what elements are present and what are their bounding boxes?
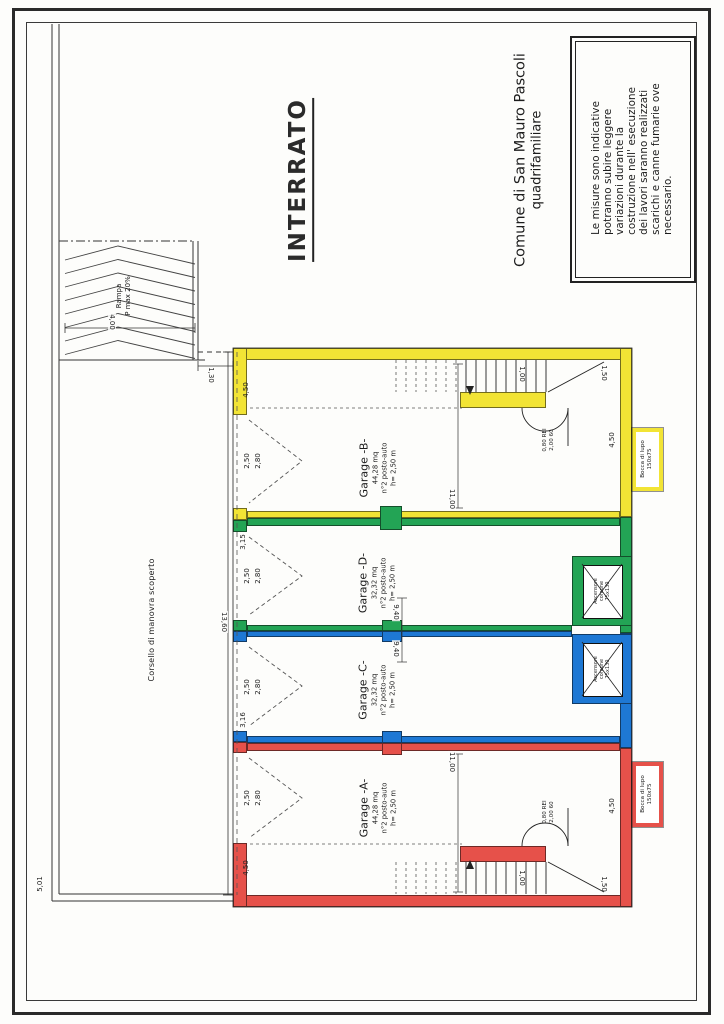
dim-label: 9,40	[392, 640, 400, 658]
column-ca-blue	[382, 731, 402, 743]
dim-label: 4,50	[242, 382, 250, 398]
dim-label: 1,50	[600, 876, 608, 892]
title-block: Comune di San Mauro Pascoli quadrifamili…	[513, 53, 546, 267]
column-dc-green	[382, 620, 402, 631]
garage-a-label: Garage -A- 44,28 mq n°2 posto-auto h= 2,…	[357, 778, 398, 838]
pier-red	[233, 742, 247, 753]
dim-label: 13,60	[220, 610, 228, 634]
dim-label: 1,00	[518, 870, 526, 886]
light-well-top-label: Bocca di lupo 150x75	[640, 440, 653, 478]
elevator-blue-label: Ascensore comune 75x130	[593, 656, 611, 682]
dim-label: 2,80	[254, 568, 262, 584]
pier-green-2	[233, 620, 247, 631]
wall-right-red	[620, 748, 632, 907]
light-well-top	[631, 427, 664, 492]
dim-label: 2,80	[254, 453, 262, 469]
dim-label: 3,16	[239, 712, 247, 728]
garage-c-label: Garage -C- 32,32 mq n°2 posto-auto h= 2,…	[356, 660, 397, 720]
dim-label: 3,15	[239, 534, 247, 550]
column-bd	[380, 506, 402, 530]
column-ca-red	[382, 743, 402, 755]
pier-yellow	[233, 508, 247, 520]
divider-ca-red	[247, 743, 620, 751]
divider-dc-blue	[247, 631, 572, 637]
stair-door-top-label: 0,80 REI 2,00 60	[542, 428, 555, 452]
courtyard-label: Corsello di manovra scoperto	[147, 558, 157, 682]
dim-label: 2,80	[254, 679, 262, 695]
ramp-label: Rampa P max 20%	[114, 276, 132, 316]
page-inner-frame	[26, 22, 697, 1001]
dim-label: 9,40	[392, 603, 400, 621]
wall-right-yellow	[620, 348, 632, 517]
pier-blue	[233, 631, 247, 642]
pier-green	[233, 520, 247, 532]
title-block-line2: quadrifamiliare	[529, 110, 545, 210]
divider-bd-yellow	[247, 511, 620, 518]
wall-bottom-red	[233, 895, 632, 907]
elevator-green-label: Ascensore comune 75x130	[593, 578, 611, 604]
title-block-line1: Comune di San Mauro Pascoli	[512, 53, 529, 267]
dim-label: 1,50	[600, 365, 608, 381]
wall-top-yellow	[233, 348, 632, 360]
dim-label: 2,50	[243, 790, 251, 806]
divider-bd-green	[247, 518, 620, 526]
dim-label: 4,00	[108, 313, 116, 331]
page-outer-frame	[12, 8, 711, 1015]
dim-label: 4,50	[242, 860, 250, 876]
dim-label: 11,00	[448, 750, 456, 774]
pier-blue-2	[233, 731, 247, 742]
dim-label: 1,00	[518, 366, 526, 382]
stair-door-bottom-label: 0,80 REI 2,00 60	[542, 800, 555, 824]
light-well-bottom	[631, 761, 664, 828]
stair-arrow-icon	[466, 386, 474, 395]
dim-label: 11,00	[448, 487, 456, 511]
page-title: INTERRATO	[285, 98, 315, 262]
dim-label: 4,50	[608, 798, 616, 814]
note-box	[570, 36, 696, 283]
note-box-inner-border	[575, 41, 691, 278]
dim-label: 1,30	[207, 367, 215, 383]
stair-arrow-icon	[466, 860, 474, 869]
light-well-bottom-label: Bocca di lupo 150x75	[640, 775, 653, 813]
divider-ca-blue	[247, 736, 620, 743]
dim-label: 2,50	[243, 453, 251, 469]
dim-label: 2,80	[254, 790, 262, 806]
plan-title-text: INTERRATO	[285, 98, 315, 262]
dim-label: 2,50	[243, 568, 251, 584]
garage-b-label: Garage -B- 44,28 mq n°2 posto-auto h= 2,…	[357, 438, 398, 498]
note-text: Le misure sono indicative potranno subir…	[590, 83, 674, 235]
dim-label: 5,01	[36, 876, 44, 892]
dim-label: 4,50	[608, 432, 616, 448]
dim-label: 2,50	[243, 679, 251, 695]
